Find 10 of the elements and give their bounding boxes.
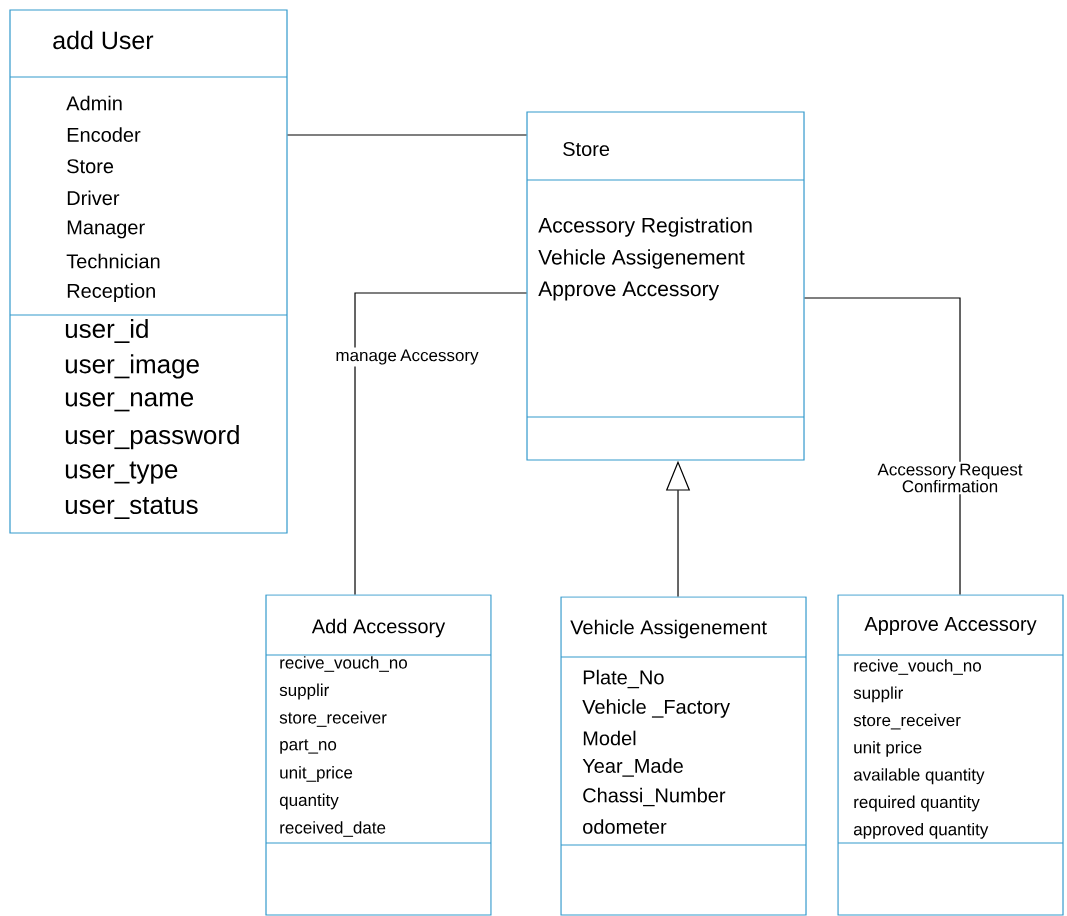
class-box: Add Accessory recive_vouch_no supplir store_receiver part_no unit_price quantity received_date <box>265 594 492 916</box>
edge-label: Accessory Request Confirmation <box>873 461 1027 495</box>
class-box: Store Accessory Registration Vehicle Assigenement Approve Accessory <box>526 111 805 461</box>
connector <box>287 134 527 136</box>
edge-label: manage Accessory <box>330 347 484 367</box>
connector <box>804 297 961 595</box>
class-box: Approve Accessory recive_vouch_no supplir store_receiver unit price available quantity required quantity approved quantity <box>837 594 1064 916</box>
connector <box>354 292 527 595</box>
class-box: Vehicle Assigenement Plate_No Vehicle _Factory Model Year_Made Chassi_Number odometer <box>560 596 807 916</box>
class-box: add User Admin Encoder Store Driver Manager Technician Reception user_id user_image user_name user_password user_type user_status <box>9 9 288 534</box>
